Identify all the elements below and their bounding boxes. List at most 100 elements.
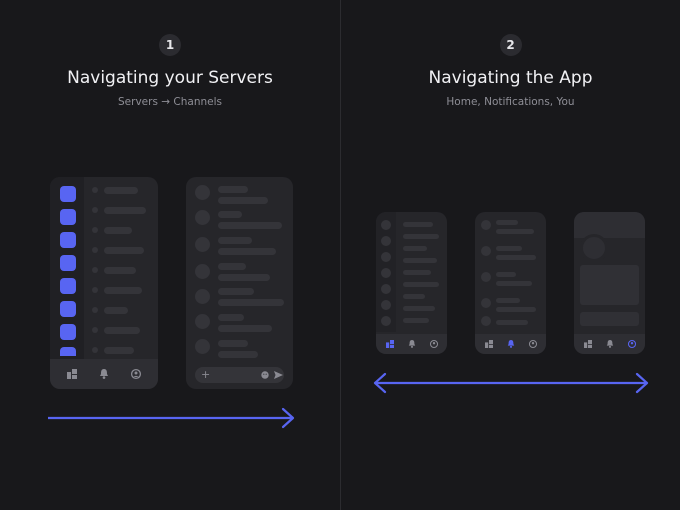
- channel-item: [403, 234, 439, 239]
- home-icon[interactable]: [67, 369, 77, 379]
- message-line: [218, 263, 246, 270]
- channel-icon: [92, 347, 98, 353]
- message-line: [218, 288, 254, 295]
- notification-line: [496, 272, 516, 277]
- avatar: [195, 289, 210, 304]
- profile-banner: [574, 212, 645, 238]
- bottom-tab-bar: [376, 334, 447, 354]
- channel-item[interactable]: [104, 327, 140, 334]
- channel-item[interactable]: [104, 287, 142, 294]
- notification-line: [496, 229, 534, 234]
- channel-item: [403, 246, 427, 251]
- profile-icon[interactable]: [429, 339, 439, 349]
- home-icon[interactable]: [386, 340, 394, 348]
- server-icon[interactable]: [60, 278, 76, 294]
- profile-icon[interactable]: [528, 339, 538, 349]
- bell-icon[interactable]: [99, 369, 109, 379]
- notification-line: [496, 298, 520, 303]
- step-number-badge: 2: [499, 34, 522, 56]
- message-line: [218, 299, 284, 306]
- profile-card: [580, 265, 639, 305]
- emoji-icon[interactable]: [261, 371, 269, 379]
- section-subtitle: Servers → Channels: [118, 96, 222, 108]
- channel-icon: [92, 307, 98, 313]
- channel-item[interactable]: [104, 247, 144, 254]
- notification-line: [496, 307, 536, 312]
- server-icon[interactable]: [60, 324, 76, 340]
- arrow-bidirectional-icon: [373, 372, 649, 394]
- server-icon: [381, 316, 391, 326]
- server-icon[interactable]: [60, 255, 76, 271]
- channel-item[interactable]: [104, 347, 134, 354]
- channel-item: [403, 222, 433, 227]
- channel-item[interactable]: [104, 267, 136, 274]
- server-icon: [381, 268, 391, 278]
- profile-card: [580, 312, 639, 326]
- message-line: [218, 325, 272, 332]
- bell-icon[interactable]: [408, 340, 416, 348]
- notification-line: [496, 281, 532, 286]
- channel-item: [403, 318, 429, 323]
- channel-icon: [92, 267, 98, 273]
- avatar: [481, 246, 491, 256]
- notification-line: [496, 320, 528, 325]
- phone-home: [376, 212, 447, 354]
- channel-item: [403, 282, 439, 287]
- channel-icon: [92, 207, 98, 213]
- channel-item[interactable]: [104, 227, 132, 234]
- step-number-badge: 1: [159, 34, 181, 56]
- channel-icon: [92, 187, 98, 193]
- avatar: [195, 314, 210, 329]
- profile-icon[interactable]: [130, 368, 142, 380]
- home-icon[interactable]: [584, 340, 592, 348]
- phone-profile: [574, 212, 645, 354]
- notification-line: [496, 246, 522, 251]
- avatar: [195, 339, 210, 354]
- panel-servers: 1 Navigating your Servers Servers → Chan…: [48, 34, 295, 429]
- channel-icon: [92, 287, 98, 293]
- bell-icon[interactable]: [606, 340, 614, 348]
- channel-icon: [92, 327, 98, 333]
- message-line: [218, 314, 244, 321]
- message-line: [218, 248, 276, 255]
- plus-icon[interactable]: +: [201, 368, 211, 381]
- profile-avatar: [580, 234, 608, 262]
- message-input[interactable]: +: [195, 367, 284, 383]
- avatar: [195, 210, 210, 225]
- message-line: [218, 274, 270, 281]
- server-icon: [381, 220, 391, 230]
- channel-item[interactable]: [104, 307, 128, 314]
- bell-icon[interactable]: [507, 340, 515, 348]
- message-line: [218, 237, 252, 244]
- server-icon[interactable]: [60, 209, 76, 225]
- arrow-right-icon: [48, 407, 295, 429]
- panel-divider: [340, 0, 341, 510]
- server-icon[interactable]: [60, 232, 76, 248]
- home-icon[interactable]: [485, 340, 493, 348]
- avatar: [195, 237, 210, 252]
- message-line: [218, 197, 268, 204]
- section-title: Navigating your Servers: [67, 68, 273, 88]
- avatar: [481, 316, 491, 326]
- bottom-tab-bar: [50, 359, 158, 389]
- phone-chat: +: [186, 177, 293, 389]
- notification-line: [496, 255, 536, 260]
- bottom-tab-bar: [574, 334, 645, 354]
- avatar: [195, 264, 210, 279]
- server-icon: [381, 252, 391, 262]
- server-icon[interactable]: [60, 186, 76, 202]
- channel-item: [403, 270, 431, 275]
- section-title: Navigating the App: [428, 68, 593, 88]
- section-subtitle: Home, Notifications, You: [446, 96, 575, 108]
- profile-icon[interactable]: [627, 339, 637, 349]
- channel-item[interactable]: [104, 207, 146, 214]
- avatar: [481, 272, 491, 282]
- panel-app: 2 Navigating the App Home, Notifications…: [341, 0, 680, 510]
- message-line: [218, 222, 282, 229]
- server-icon: [381, 236, 391, 246]
- server-icon[interactable]: [60, 347, 76, 356]
- send-icon[interactable]: [274, 371, 283, 379]
- channel-item[interactable]: [104, 187, 138, 194]
- server-icon[interactable]: [60, 301, 76, 317]
- avatar: [195, 185, 210, 200]
